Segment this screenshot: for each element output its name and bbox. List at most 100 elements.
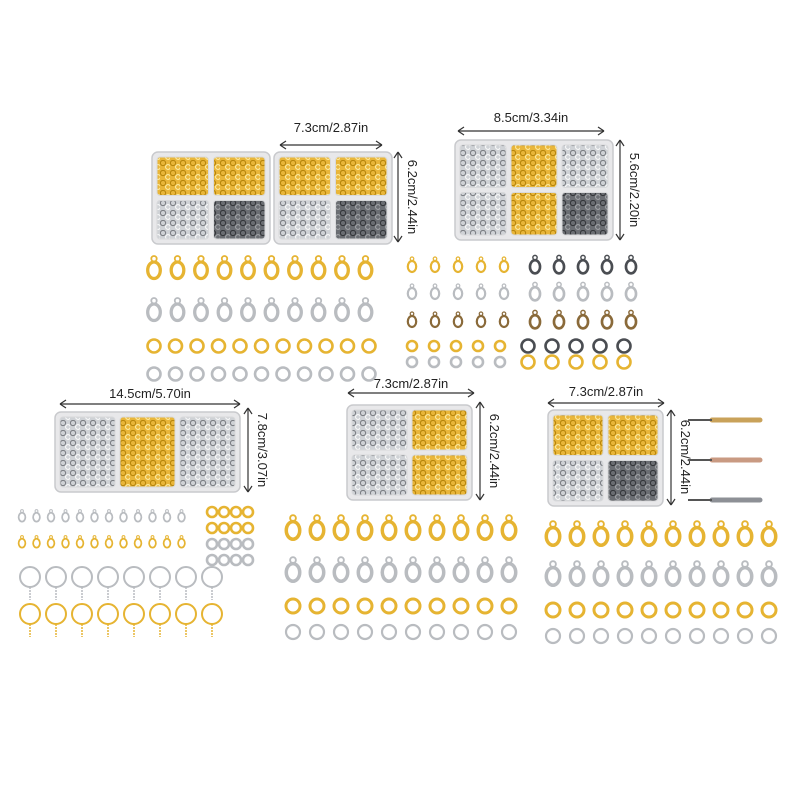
lobster-clasp bbox=[310, 297, 327, 323]
dim-a-height: 6.2cm/2.44in bbox=[405, 160, 420, 234]
lobster-clasp bbox=[162, 535, 172, 549]
lobster-clasp bbox=[356, 556, 374, 583]
lobster-clasp bbox=[576, 254, 590, 275]
jump-ring bbox=[712, 601, 730, 619]
lobster-clasp bbox=[380, 514, 398, 541]
jump-ring bbox=[205, 521, 219, 535]
jump-ring bbox=[253, 366, 270, 382]
lobster-clasp bbox=[177, 509, 186, 523]
jump-ring bbox=[544, 627, 562, 645]
lobster-clasp bbox=[404, 514, 422, 541]
compartment-gold bbox=[213, 156, 266, 196]
jump-ring bbox=[736, 601, 754, 619]
jump-ring bbox=[616, 601, 634, 619]
lobster-clasp bbox=[475, 283, 487, 301]
compartment-silver bbox=[156, 200, 209, 240]
storage-boxes bbox=[54, 139, 664, 507]
lobster-clasp bbox=[528, 281, 542, 302]
dim-c-width: 14.5cm/5.70in bbox=[109, 386, 191, 401]
lobster-clasp bbox=[61, 509, 70, 523]
jump-ring bbox=[616, 338, 632, 354]
lobster-clasp bbox=[177, 535, 186, 549]
dim-d-width: 7.3cm/2.87in bbox=[374, 376, 448, 391]
compartment-gold bbox=[607, 414, 659, 456]
jump-ring bbox=[428, 597, 446, 615]
jump-ring bbox=[476, 623, 494, 641]
jump-ring bbox=[568, 627, 586, 645]
lobster-clasp bbox=[216, 297, 233, 323]
lobster-clasp bbox=[240, 297, 256, 323]
jump-ring bbox=[688, 601, 706, 619]
lobster-clasp bbox=[498, 311, 510, 329]
lobster-clasp bbox=[148, 509, 157, 523]
box-c bbox=[54, 411, 241, 493]
lobster-clasp bbox=[498, 283, 510, 301]
jump-ring bbox=[167, 338, 184, 354]
compartment-gold bbox=[552, 414, 604, 456]
lobster-clasp bbox=[61, 535, 70, 549]
lobster-clasp bbox=[552, 281, 566, 302]
lobster-clasp bbox=[90, 509, 99, 523]
jump-ring bbox=[123, 566, 145, 588]
lobster-clasp bbox=[332, 514, 350, 541]
jump-ring bbox=[241, 505, 255, 519]
jump-ring bbox=[149, 603, 171, 625]
dimension-c: 14.5cm/5.70in 7.8cm/3.07in bbox=[59, 386, 270, 493]
jump-ring bbox=[146, 366, 162, 382]
compartment-gold bbox=[510, 144, 558, 188]
jump-ring bbox=[189, 338, 205, 354]
lobster-clasp bbox=[528, 254, 542, 275]
jump-ring bbox=[229, 553, 243, 567]
lobster-clasp bbox=[287, 255, 303, 281]
lobster-clasp bbox=[600, 254, 614, 275]
jump-ring bbox=[664, 627, 682, 645]
jump-ring bbox=[201, 566, 223, 588]
jump-ring bbox=[568, 338, 584, 354]
jump-ring bbox=[205, 537, 219, 551]
jump-ring bbox=[664, 601, 682, 619]
lobster-clasp bbox=[576, 309, 590, 330]
jump-ring bbox=[19, 603, 41, 625]
lobster-clasp bbox=[616, 560, 634, 587]
lobster-clasp bbox=[429, 311, 441, 329]
jump-ring bbox=[592, 354, 608, 370]
lobster-clasp bbox=[592, 560, 610, 587]
lobster-clasp bbox=[46, 535, 56, 549]
lobster-clasp bbox=[760, 560, 778, 587]
lobster-clasp bbox=[169, 297, 186, 323]
jump-ring bbox=[167, 366, 184, 382]
jump-ring bbox=[217, 553, 231, 567]
jump-ring bbox=[232, 338, 248, 354]
lobster-clasp bbox=[688, 560, 706, 587]
lobster-clasp bbox=[624, 281, 638, 302]
lobster-clasp bbox=[475, 311, 487, 329]
dim-d-height: 6.2cm/2.44in bbox=[487, 414, 502, 488]
jump-ring bbox=[339, 366, 356, 382]
lobster-clasp bbox=[133, 535, 143, 549]
compartment-gold bbox=[411, 454, 468, 496]
lobster-clasp bbox=[148, 535, 157, 549]
jump-ring bbox=[189, 366, 205, 382]
compartment-silver bbox=[179, 416, 236, 488]
jump-ring bbox=[405, 355, 419, 369]
lobster-clasp bbox=[162, 509, 172, 523]
jump-ring bbox=[427, 355, 441, 369]
jump-ring bbox=[71, 566, 93, 588]
lobster-clasp bbox=[75, 509, 85, 523]
lobster-clasp bbox=[193, 255, 209, 281]
compartment-gold bbox=[510, 192, 558, 236]
reamer-tools bbox=[688, 417, 763, 503]
lobster-clasp bbox=[712, 520, 730, 547]
jump-ring bbox=[361, 366, 377, 382]
lobster-clasp bbox=[428, 556, 446, 583]
jump-ring bbox=[544, 338, 560, 354]
jump-ring bbox=[616, 354, 632, 370]
jump-ring bbox=[404, 623, 422, 641]
dimension-b: 8.5cm/3.34in 5.6cm/2.20in bbox=[457, 110, 642, 241]
lobster-clasp bbox=[664, 560, 682, 587]
dim-b-height: 5.6cm/2.20in bbox=[627, 153, 642, 227]
lobster-clasp bbox=[334, 297, 350, 323]
lobster-clasp bbox=[452, 556, 470, 583]
jump-ring bbox=[318, 338, 334, 354]
jump-ring bbox=[232, 366, 248, 382]
